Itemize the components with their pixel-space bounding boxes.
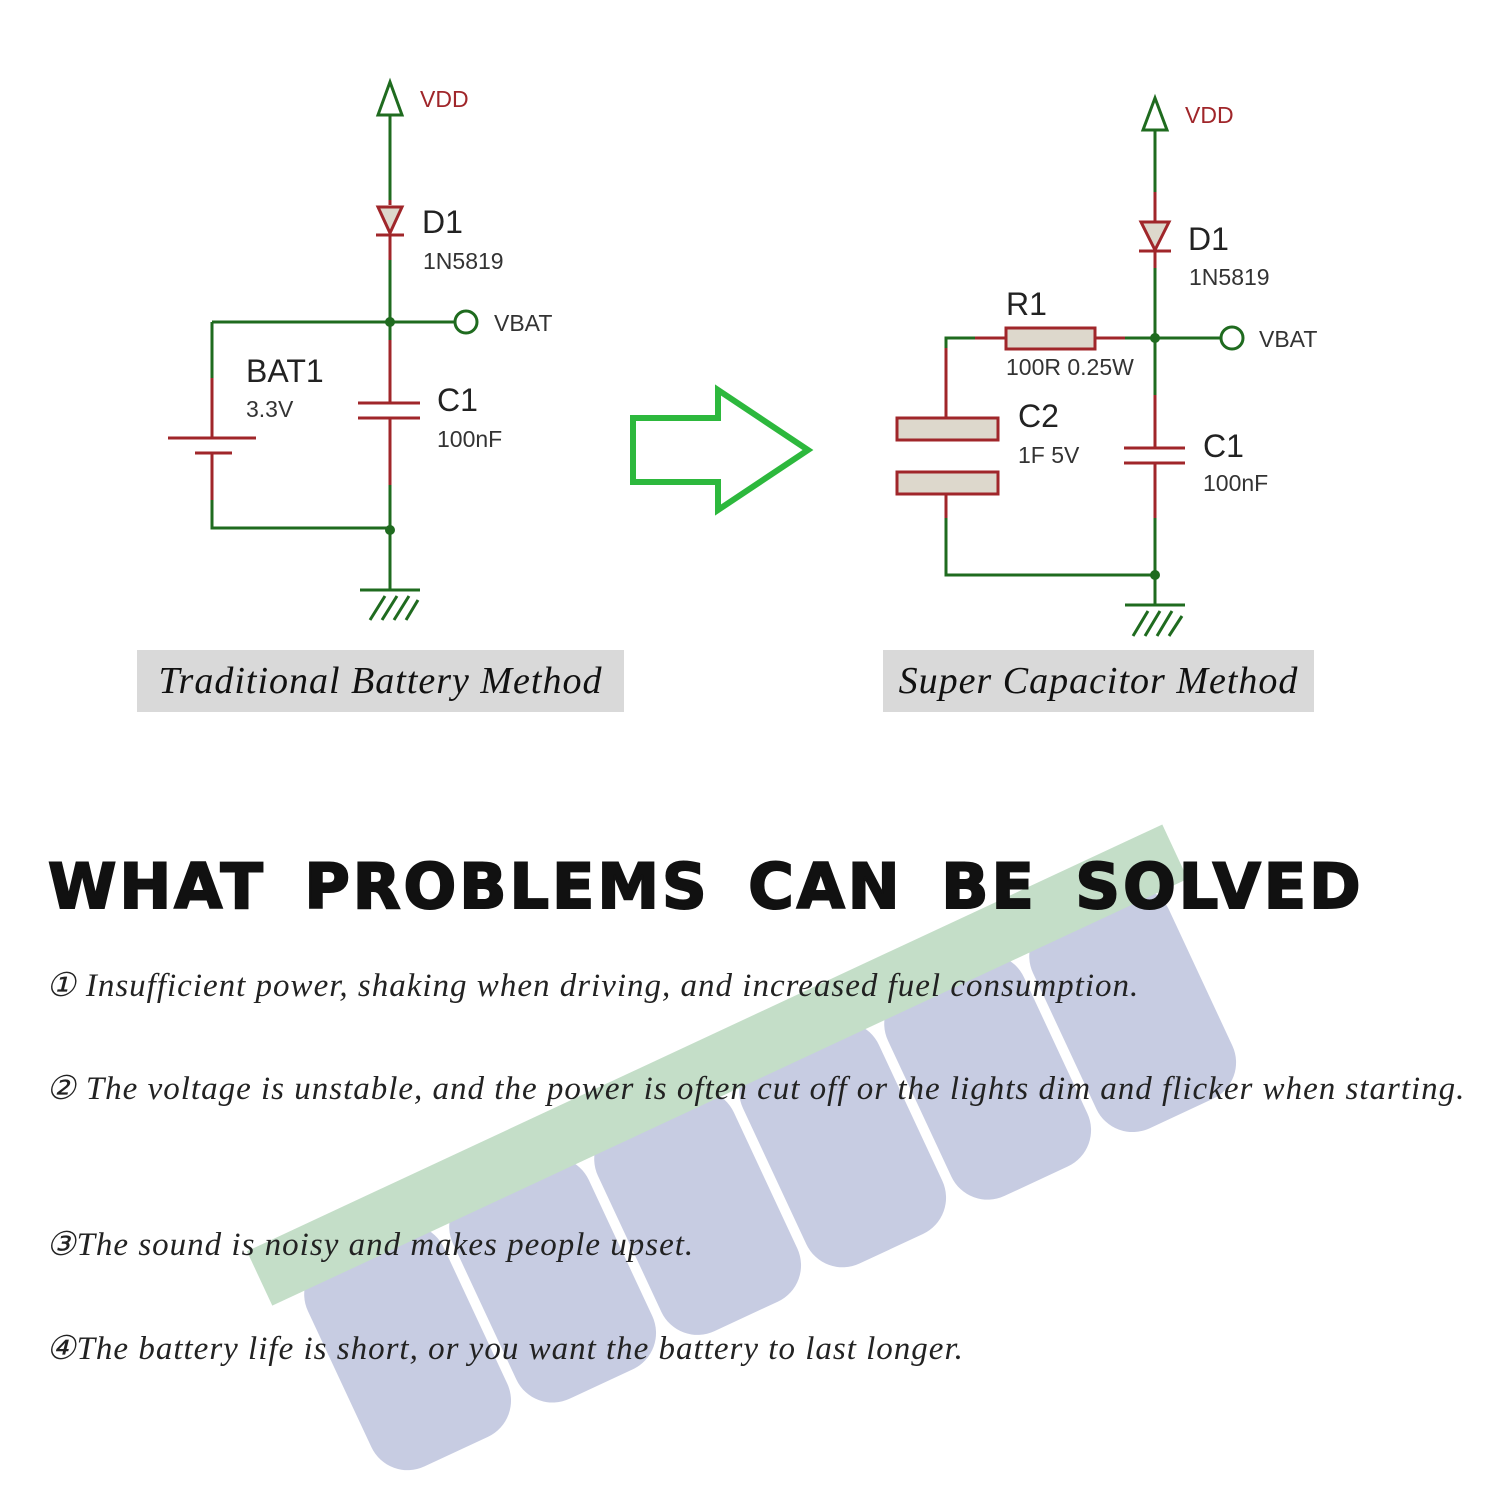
diode-value-label: 1N5819 (423, 248, 504, 274)
cap-ref-label: C1 (1203, 428, 1244, 464)
supercap-value-label: 1F 5V (1018, 442, 1080, 468)
battery-ref-label: BAT1 (246, 353, 324, 389)
vdd-symbol (375, 77, 405, 200)
resistor-value-label: 100R 0.25W (1006, 354, 1134, 380)
supercap-ref-label: C2 (1018, 398, 1059, 434)
traditional-battery-caption: Traditional Battery Method (137, 650, 624, 712)
battery-value-label: 3.3V (246, 396, 294, 422)
supercapacitor-plate (895, 470, 1000, 496)
super-capacitor-caption: Super Capacitor Method (883, 650, 1314, 712)
diode-symbol (375, 205, 405, 237)
capacitor-symbol (1124, 395, 1185, 518)
right-circuit (895, 93, 1245, 637)
resistor-ref-label: R1 (1006, 286, 1047, 322)
ground-symbol (1125, 603, 1185, 637)
problem-item: ③The sound is noisy and makes people ups… (46, 1227, 695, 1263)
vdd-symbol (1140, 93, 1170, 192)
vbat-label: VBAT (494, 310, 553, 336)
ground-symbol (360, 588, 420, 621)
resistor-symbol (1004, 326, 1097, 351)
diode-symbol (1138, 220, 1172, 254)
cap-ref-label: C1 (437, 382, 478, 418)
section-heading: WHAT PROBLEMS CAN BE SOLVED (47, 849, 1364, 924)
vbat-terminal (453, 309, 479, 335)
cap-value-label: 100nF (437, 426, 503, 452)
problem-item: ① Insufficient power, shaking when drivi… (46, 968, 1140, 1004)
diode-ref-label: D1 (422, 204, 463, 240)
battery-symbol (168, 378, 256, 500)
cap-value-label: 100nF (1203, 470, 1269, 496)
left-circuit (168, 77, 479, 621)
arrow-icon (630, 384, 814, 516)
vdd-label: VDD (1185, 102, 1234, 128)
diode-value-label: 1N5819 (1189, 264, 1270, 290)
vbat-label: VBAT (1259, 326, 1318, 352)
vbat-terminal (1219, 325, 1245, 351)
circuit-diagrams (168, 77, 1245, 637)
problem-item: ② The voltage is unstable, and the power… (46, 1071, 1466, 1107)
capacitor-symbol (358, 340, 420, 485)
vdd-label: VDD (420, 86, 469, 112)
supercapacitor-plate (895, 416, 1000, 442)
problem-item: ④The battery life is short, or you want … (46, 1331, 964, 1367)
diode-ref-label: D1 (1188, 221, 1229, 257)
